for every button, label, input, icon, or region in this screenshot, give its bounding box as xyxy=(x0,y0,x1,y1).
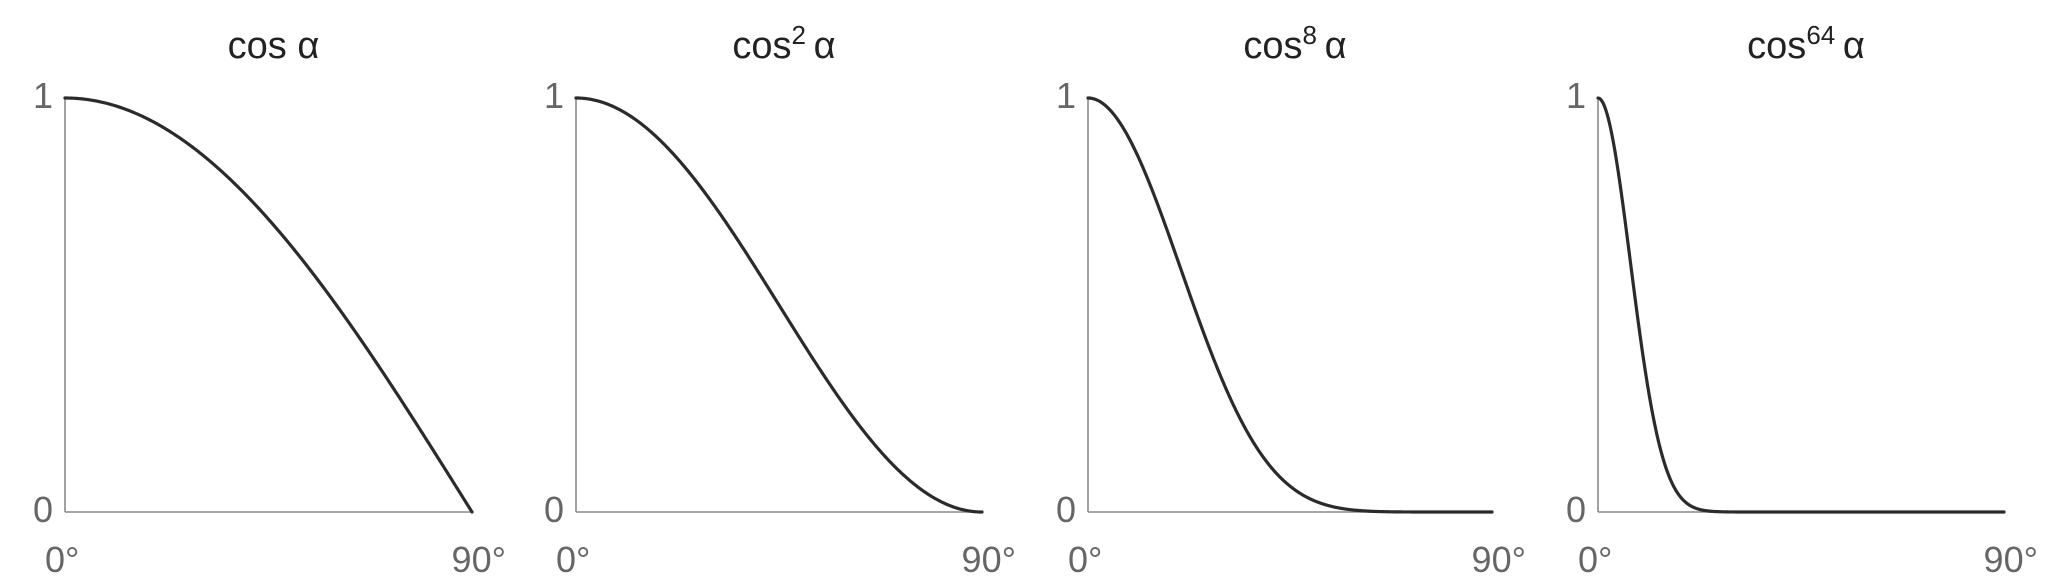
chart-title-base: cos xyxy=(1243,25,1302,67)
y-tick-label-min: 0 xyxy=(1056,489,1076,530)
x-tick-label-max: 90° xyxy=(1984,539,2038,580)
chart-panel-3: cos8 α 0 1 0° 90° xyxy=(1056,20,1526,580)
chart-title-variable: α xyxy=(1835,25,1865,67)
y-tick-label-min: 0 xyxy=(33,489,53,530)
chart-title-exponent: 64 xyxy=(1806,20,1835,50)
chart-title-base: cos xyxy=(1747,25,1806,67)
chart-panel-4: cos64 α 0 1 0° 90° xyxy=(1566,20,2038,580)
cos-power-curve xyxy=(1596,96,2006,514)
chart-title-variable: α xyxy=(1317,25,1347,67)
chart-panel-1: cos α 0 1 0° 90° xyxy=(33,25,506,580)
y-tick-label-min: 0 xyxy=(1566,489,1586,530)
chart-panel-2: cos2 α 0 1 0° 90° xyxy=(544,20,1016,580)
chart-title-exponent: 2 xyxy=(792,20,806,50)
chart-title: cos64 α xyxy=(1747,20,1865,67)
chart-title: cos α xyxy=(228,25,320,67)
x-tick-label-min: 0° xyxy=(1578,539,1612,580)
x-tick-label-min: 0° xyxy=(556,539,590,580)
y-tick-label-max: 1 xyxy=(33,75,53,116)
chart-title-exponent: 8 xyxy=(1303,20,1317,50)
chart-title-variable: α xyxy=(806,25,836,67)
cos-power-curve xyxy=(574,96,984,514)
chart-title: cos2 α xyxy=(732,20,835,67)
chart-title-base: cos xyxy=(732,25,791,67)
y-tick-label-max: 1 xyxy=(1566,75,1586,116)
y-tick-label-max: 1 xyxy=(544,75,564,116)
x-tick-label-max: 90° xyxy=(1472,539,1526,580)
cos-power-curve xyxy=(63,96,474,514)
chart-title-base: cos xyxy=(228,25,287,67)
x-tick-label-min: 0° xyxy=(45,539,79,580)
y-tick-label-max: 1 xyxy=(1056,75,1076,116)
chart-title-variable: α xyxy=(287,25,320,67)
x-tick-label-max: 90° xyxy=(962,539,1016,580)
x-tick-label-min: 0° xyxy=(1068,539,1102,580)
chart-title: cos8 α xyxy=(1243,20,1346,67)
x-tick-label-max: 90° xyxy=(452,539,506,580)
cos-power-curve xyxy=(1086,96,1494,514)
y-tick-label-min: 0 xyxy=(544,489,564,530)
